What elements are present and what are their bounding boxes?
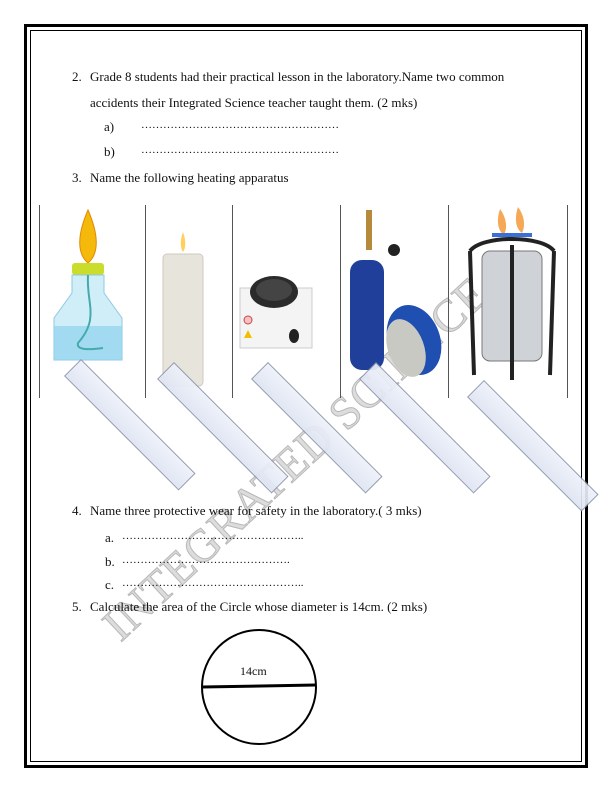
q2-line2: accidents their Integrated Science teach… — [90, 95, 418, 110]
page-border-outer — [24, 24, 588, 768]
q2-a-label: a) — [104, 119, 115, 134]
q3-number: 3. — [72, 170, 82, 185]
q4-number: 4. — [72, 503, 82, 518]
divider — [567, 205, 568, 398]
spirit-lamp-image — [53, 208, 123, 361]
q4-c-label: c. — [105, 577, 115, 592]
q2-line1: Grade 8 students had their practical les… — [90, 69, 505, 84]
q4-text: Name three protective wear for safety in… — [90, 503, 422, 518]
q4-c-answer-line[interactable]: ………………………………………….. — [122, 577, 304, 589]
circle-diagram — [201, 629, 317, 745]
candle-image — [162, 232, 204, 387]
q4-b-label: b. — [105, 554, 115, 569]
divider — [39, 205, 40, 398]
q5-text: Calculate the area of the Circle whose d… — [90, 599, 428, 614]
q2-b-label: b) — [104, 144, 115, 159]
kerosene-stove-image — [468, 207, 556, 380]
divider — [145, 205, 146, 398]
q2-a-answer-line[interactable]: ……………………………………………… — [141, 119, 339, 131]
page-border-inner — [30, 30, 582, 762]
hot-plate-image — [239, 276, 313, 349]
q5-number: 5. — [72, 599, 82, 614]
q2-number: 2. — [72, 69, 82, 84]
q2-b-answer-line[interactable]: ……………………………………………… — [141, 144, 339, 156]
diameter-label: 14cm — [240, 664, 267, 678]
q3-text: Name the following heating apparatus — [90, 170, 289, 185]
divider — [340, 205, 341, 398]
divider — [448, 205, 449, 398]
divider — [232, 205, 233, 398]
q4-a-label: a. — [105, 530, 115, 545]
q4-a-answer-line[interactable]: ………………………………………….. — [122, 530, 304, 542]
gas-burner-image — [350, 210, 442, 377]
q4-b-answer-line[interactable]: ………………………………………. — [122, 554, 290, 566]
